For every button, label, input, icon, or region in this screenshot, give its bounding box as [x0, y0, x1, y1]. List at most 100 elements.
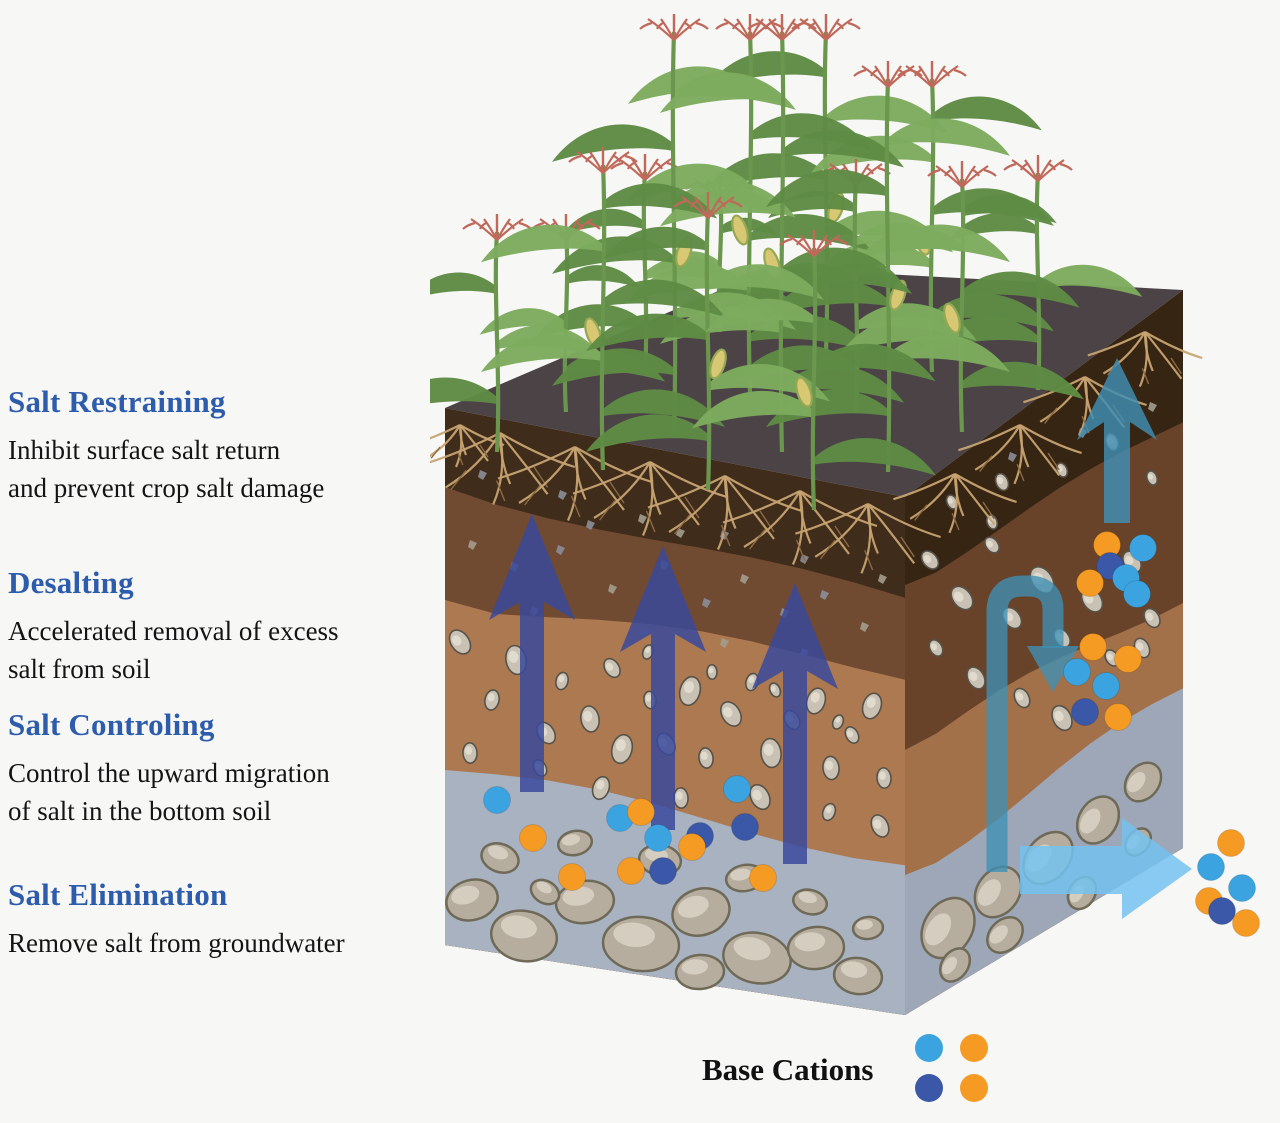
root-clump — [795, 503, 941, 574]
legend-label: Base Cations — [702, 1052, 874, 1087]
annotation-line: and prevent crop salt damage — [8, 473, 325, 504]
soil-speck — [878, 574, 887, 584]
pebble — [603, 657, 621, 679]
root-clump — [647, 475, 803, 550]
cation-dot — [1079, 633, 1107, 661]
pebble — [822, 755, 840, 781]
pebble — [1055, 462, 1069, 478]
annotation-line: Inhibit surface salt return — [8, 435, 281, 466]
pebble — [610, 733, 634, 765]
soil-speck — [586, 520, 595, 530]
pebble — [805, 687, 827, 715]
cation-dot — [1217, 829, 1245, 857]
soil-speck — [608, 584, 617, 594]
upward-salt-migration-arrow — [489, 514, 575, 792]
cation-dot — [960, 1034, 989, 1062]
pebble — [698, 747, 714, 769]
cation-dot — [627, 798, 655, 826]
pebble — [484, 689, 500, 711]
soil-speck — [556, 545, 565, 555]
stone — [973, 865, 1023, 919]
cation-dot — [1123, 580, 1151, 608]
soil-speck — [468, 540, 477, 550]
pebble — [706, 663, 718, 681]
pebble — [1143, 607, 1161, 629]
pebble — [462, 742, 478, 764]
soil-speck — [558, 490, 567, 500]
soil-profile-illustration — [430, 14, 1260, 1015]
pebble — [678, 675, 702, 707]
stone — [489, 909, 559, 963]
pebble — [1051, 704, 1073, 732]
root-clump — [1087, 331, 1203, 388]
stone — [480, 842, 520, 874]
annotation-line: Control the upward migration — [8, 758, 330, 789]
root-clump — [1023, 376, 1147, 437]
cation-dot — [1104, 703, 1132, 731]
soil-speck — [478, 470, 487, 480]
corn-plant — [481, 147, 725, 471]
pebble — [870, 814, 890, 838]
soil-speck — [1148, 402, 1157, 412]
cation-dot — [960, 1074, 989, 1102]
soil-speck — [740, 574, 749, 584]
stone — [722, 931, 792, 985]
cation-dot — [1092, 672, 1120, 700]
soil-speck — [702, 598, 711, 608]
annotation-salt-restraining: Salt Restraining Inhibit surface salt re… — [8, 384, 432, 508]
stone — [1123, 761, 1163, 803]
stone — [851, 915, 885, 941]
annotation-title: Desalting — [8, 565, 134, 600]
stone — [792, 888, 828, 916]
pebble — [844, 726, 860, 744]
leaching-return-arrowhead — [1027, 646, 1079, 692]
pebble — [831, 714, 845, 730]
cation-dot — [1208, 897, 1236, 925]
stone — [986, 916, 1024, 954]
pebble — [876, 767, 892, 789]
stone — [786, 925, 846, 971]
annotation-salt-elimination: Salt Elimination Remove salt from ground… — [8, 877, 432, 962]
cation-dot — [617, 857, 645, 885]
stone — [671, 887, 731, 937]
base-cations-legend: Base Cations — [702, 1034, 989, 1102]
pebble — [920, 550, 940, 570]
stone — [601, 915, 681, 973]
cation-dot — [723, 775, 751, 803]
cation-dot — [731, 813, 759, 841]
cation-dot — [1063, 658, 1091, 686]
soil-speck — [720, 638, 729, 648]
annotation-line: Remove salt from groundwater — [8, 928, 345, 959]
cation-dot — [915, 1034, 944, 1062]
stone — [938, 947, 972, 983]
cation-dot — [678, 833, 706, 861]
stone — [529, 878, 561, 906]
annotation-salt-controling: Salt Controling Control the upward migra… — [8, 707, 432, 831]
cation-dot — [1197, 853, 1225, 881]
annotation-title: Salt Restraining — [8, 384, 226, 419]
cation-dot — [749, 864, 777, 892]
pebble — [768, 682, 782, 698]
stone — [445, 878, 499, 922]
annotation-line: salt from soil — [8, 654, 151, 685]
annotation-title: Salt Elimination — [8, 877, 228, 912]
root-clump — [497, 446, 653, 521]
pebble — [1013, 687, 1031, 709]
cation-dot — [1114, 645, 1142, 673]
cation-dot — [1232, 909, 1260, 937]
cation-dot — [483, 786, 511, 814]
annotation-line: Accelerated removal of excess — [8, 616, 339, 647]
stone — [674, 953, 726, 991]
upward-salt-migration-arrow — [620, 546, 706, 830]
cation-dot — [558, 863, 586, 891]
cation-dot — [644, 824, 672, 852]
pebble — [861, 692, 883, 720]
pebble — [994, 472, 1010, 492]
pebble — [984, 536, 1000, 554]
cation-dot — [1228, 874, 1256, 902]
root-clump — [430, 424, 505, 468]
soil-speck — [820, 590, 829, 600]
annotation-desalting: Desalting Accelerated removal of excess … — [8, 565, 432, 689]
cation-dot — [519, 824, 547, 852]
